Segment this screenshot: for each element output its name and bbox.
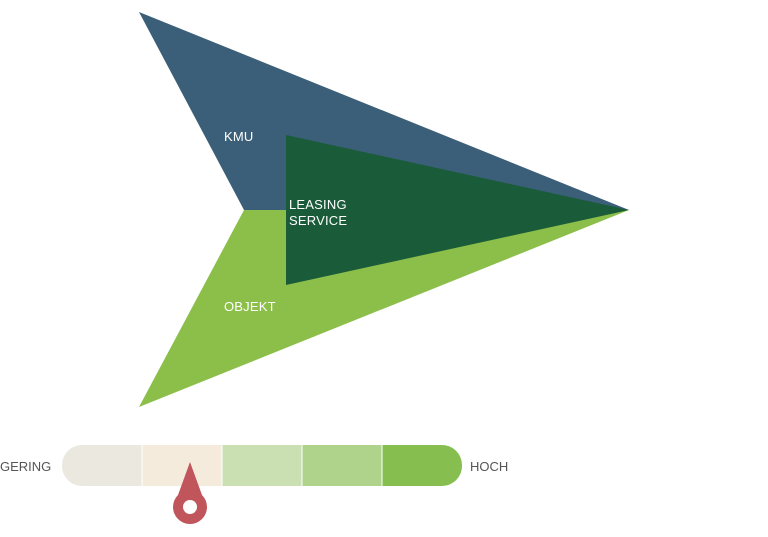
marker-pin-icon xyxy=(173,462,207,525)
scale-low-label: GERING xyxy=(0,459,51,474)
scale-marker-pin xyxy=(173,462,207,525)
scale-segment xyxy=(222,445,302,486)
scale-segment xyxy=(62,445,142,486)
leasing-service-triangle xyxy=(286,135,629,285)
objekt-label: OBJEKT xyxy=(224,299,276,314)
kmu-label: KMU xyxy=(224,129,254,144)
kmu-triangle xyxy=(139,12,629,210)
leasing-label-line2: SERVICE xyxy=(289,213,347,228)
scale-segment xyxy=(302,445,382,486)
leasing-label-line1: LEASING xyxy=(289,197,347,212)
scale-segment xyxy=(382,445,462,486)
scale-high-label: HOCH xyxy=(470,459,508,474)
marker-pin-hole xyxy=(183,500,197,514)
scale-segment xyxy=(142,445,222,486)
objekt-triangle xyxy=(139,210,629,407)
rating-scale-bar xyxy=(62,445,462,486)
